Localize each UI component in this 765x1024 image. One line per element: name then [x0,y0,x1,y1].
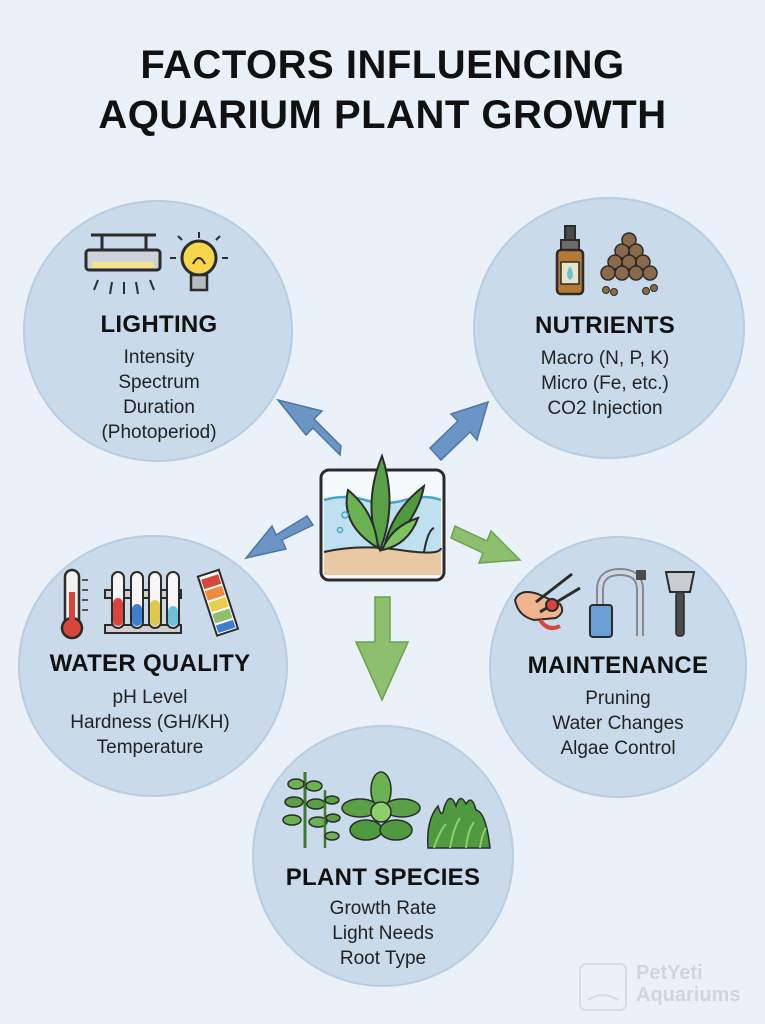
watermark-line-1: PetYeti [636,962,703,984]
ph-strip-icon [196,568,240,637]
pellet [602,286,610,294]
maintenance-item: Water Changes [552,713,684,734]
plant-species-item: Light Needs [332,923,434,944]
dropper-bottle-icon [555,225,585,296]
pellet [621,232,637,248]
maintenance-circle [489,536,747,798]
lighting-item: Spectrum [118,372,200,393]
pellet [642,287,650,295]
title-line-1: FACTORS INFLUENCING [140,43,625,87]
nutrients-item: Micro (Fe, etc.) [541,373,669,394]
pellet [650,284,658,292]
lighting-details: Intensity Spectrum Duration (Photoperiod… [59,345,259,445]
pellet [642,265,658,281]
page-title: FACTORS INFLUENCING AQUARIUM PLANT GROWT… [0,40,765,140]
plant-species-details: Growth Rate Light Needs Root Type [283,896,483,971]
pruning-scissors-icon [513,572,581,630]
watermark-line-2: Aquariums [636,984,741,1006]
nutrients-details: Macro (N, P, K) Micro (Fe, etc.) CO2 Inj… [498,346,712,421]
pellet [628,265,644,281]
pellet [610,288,618,296]
lighting-circle [23,200,293,462]
light-bulb-icon [170,232,228,292]
plant-species-item: Growth Rate [329,898,437,919]
water-quality-item: Hardness (GH/KH) [70,712,230,733]
lighting-item: Intensity [123,347,195,368]
nutrients-item: Macro (N, P, K) [540,348,670,369]
lighting-item: (Photoperiod) [101,422,217,443]
water-quality-item: Temperature [96,737,204,758]
pellet [635,254,651,270]
fertilizer-pellets-icon [600,232,658,296]
arrow-to-plant-species [354,596,410,702]
plant-species-heading: PLANT SPECIES [285,864,481,891]
stem-plant-icon [282,772,341,848]
algae-scraper-icon [664,571,696,637]
nutrients-circle [473,197,745,459]
lighting-heading: LIGHTING [100,311,218,338]
water-quality-details: pH Level Hardness (GH/KH) Temperature [45,685,255,760]
maintenance-heading: MAINTENANCE [527,652,709,679]
watermark-text: PetYeti Aquariums [636,962,740,1006]
aquarium-tank-icon [319,453,446,582]
water-quality-heading: WATER QUALITY [49,650,251,677]
plant-species-circle [252,725,514,987]
water-quality-item: pH Level [112,687,188,708]
maintenance-item: Pruning [585,688,651,709]
pellet [614,265,630,281]
thermometer-icon [60,568,88,640]
maintenance-details: Pruning Water Changes Algae Control [518,686,718,761]
watermark-logo-icon [579,963,627,1011]
title-line-2: AQUARIUM PLANT GROWTH [98,93,667,137]
maintenance-item: Algae Control [560,738,676,759]
aquarium-light-fixture-icon [84,233,162,295]
plant-species-item: Root Type [339,948,427,969]
nutrients-item: CO2 Injection [547,398,663,419]
arrow-to-nutrients [428,400,490,462]
rosette-plant-icon [341,771,421,841]
gravel-siphon-icon [589,567,646,638]
pellet [628,243,644,259]
arrow-to-lighting [276,398,342,457]
nutrients-heading: NUTRIENTS [534,312,676,339]
arrow-to-water-quality [244,514,315,560]
lighting-item: Duration [123,397,195,418]
test-tubes-icon [104,571,182,634]
arrow-to-maintenance [450,524,522,564]
carpet-plant-icon [426,797,491,849]
pellet [600,265,616,281]
